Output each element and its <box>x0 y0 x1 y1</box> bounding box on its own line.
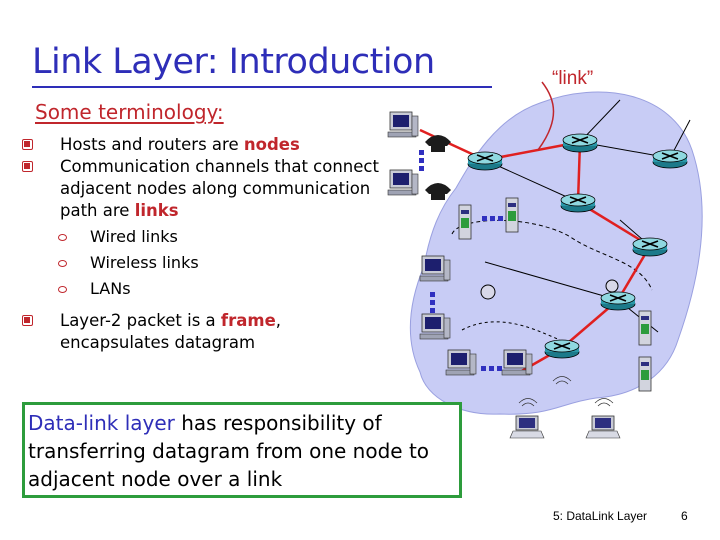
lan-dashed-link-2 <box>461 321 561 341</box>
subbullet-marker <box>58 234 67 241</box>
server-icon <box>505 197 519 233</box>
computer-icon <box>387 169 419 196</box>
server-icon <box>638 310 652 346</box>
network-diagram <box>387 81 703 439</box>
term-links: links <box>134 201 179 220</box>
computer-icon <box>445 349 477 376</box>
ellipsis-icon <box>419 150 424 171</box>
slide-title: Link Layer: Introduction <box>32 42 435 82</box>
term-nodes: nodes <box>243 135 300 154</box>
ellipsis-icon <box>482 216 503 221</box>
subbullet-marker <box>58 260 67 267</box>
bullet-marker <box>22 139 33 150</box>
computer-icon <box>501 349 533 376</box>
ellipsis-icon <box>430 292 435 313</box>
link-callout-label: “link” <box>552 68 594 89</box>
term-frame: frame <box>220 311 276 330</box>
lan-dashed-link <box>451 220 653 291</box>
laptop-icon <box>509 415 545 439</box>
router-icon <box>544 339 580 359</box>
laptop-icon <box>585 415 621 439</box>
term-data-link-layer: Data-link layer <box>28 411 175 435</box>
computer-icon <box>419 313 451 340</box>
computer-icon <box>419 255 451 282</box>
router-icon <box>562 133 598 153</box>
phone-icon <box>425 135 451 152</box>
computer-icon <box>387 111 419 138</box>
wireless-signal-icon <box>518 376 614 407</box>
bullet-marker <box>22 315 33 326</box>
ellipsis-icon <box>481 366 502 371</box>
router-icon <box>652 149 688 169</box>
bullet-marker <box>22 161 33 172</box>
subbullet-marker <box>58 286 67 293</box>
bullet-list: Hosts and routers are nodes Communicatio… <box>22 134 382 354</box>
server-icon <box>638 356 652 392</box>
footer-page-number: 6 <box>681 509 688 523</box>
subbullet-lans: LANs <box>22 276 382 302</box>
phone-icon <box>425 183 451 200</box>
footer-chapter: 5: DataLink Layer <box>553 509 648 523</box>
definition-box: Data-link layer has responsibility of tr… <box>22 402 462 498</box>
wireless-antenna-icon <box>605 279 619 293</box>
bullet-links: Communication channels that connect adja… <box>22 156 382 222</box>
bullet-nodes: Hosts and routers are nodes <box>22 134 382 156</box>
title-underline <box>32 86 492 88</box>
subbullet-wireless: Wireless links <box>22 250 382 276</box>
router-icon <box>600 291 636 311</box>
router-icon <box>560 193 596 213</box>
router-icon <box>632 237 668 257</box>
server-icon <box>458 204 472 240</box>
callout-pointer <box>537 81 555 151</box>
router-icon <box>467 151 503 171</box>
wireless-antenna-icon <box>480 284 496 300</box>
bullet-frame: Layer-2 packet is a frame, encapsulates … <box>22 310 382 354</box>
terminology-heading: Some terminology: <box>35 100 224 124</box>
subbullet-wired: Wired links <box>22 224 382 250</box>
network-cloud <box>410 91 703 415</box>
